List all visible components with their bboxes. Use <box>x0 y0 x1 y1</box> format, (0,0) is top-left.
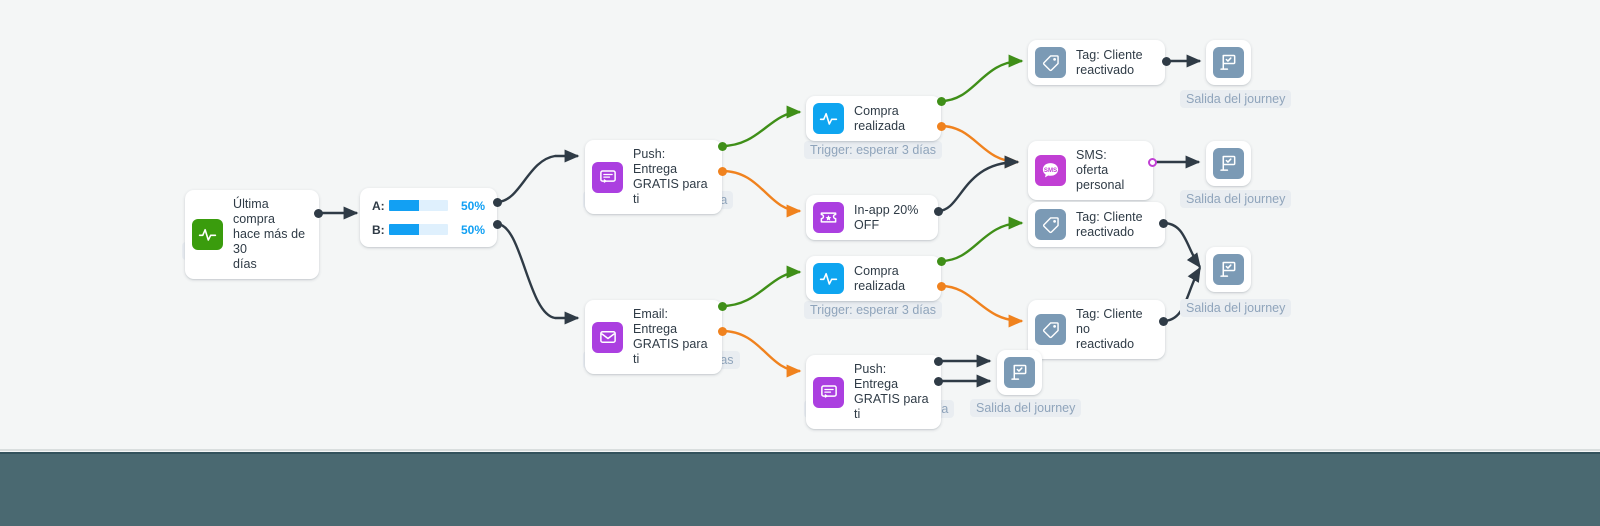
sms-bubble-icon: SMS <box>1035 155 1066 186</box>
footer-separator <box>0 449 1600 451</box>
variant-b-key: B: <box>372 222 385 237</box>
tag-icon <box>1035 47 1066 78</box>
port-push-a-no[interactable] <box>718 167 727 176</box>
node-ab-split[interactable]: A: 50% B: 50% <box>360 188 497 247</box>
node-exit-journey-3[interactable] <box>1206 247 1251 292</box>
node-start-trigger[interactable]: Última compra hace más de 30 días <box>185 190 319 279</box>
port-tag-react-top-out[interactable] <box>1162 57 1171 66</box>
push-message-icon <box>592 161 623 193</box>
ab-variant-b-row: B: 50% <box>372 220 485 239</box>
node-tag-cliente-reactivado-mid[interactable]: Tag: Cliente reactivado <box>1028 202 1165 247</box>
node-exit-journey-1[interactable] <box>1206 40 1251 85</box>
node-label: Tag: Cliente reactivado <box>1076 209 1143 239</box>
flag-exit-icon <box>1213 148 1244 179</box>
port-split-b-out[interactable] <box>493 220 502 229</box>
activity-pulse-icon <box>192 219 223 250</box>
port-push-b-out-1[interactable] <box>934 357 943 366</box>
port-split-a-out[interactable] <box>493 198 502 207</box>
caption-trigger-top: Trigger: esperar 3 días <box>804 141 942 159</box>
variant-a-percent: 50% <box>460 198 485 213</box>
port-push-a-yes[interactable] <box>718 142 727 151</box>
port-sms-out[interactable] <box>1148 158 1157 167</box>
port-push-b-out-2[interactable] <box>934 377 943 386</box>
node-label: Push: Entrega GRATIS para ti <box>854 362 929 421</box>
node-label: Compra realizada <box>854 103 906 133</box>
ticket-star-icon <box>813 202 844 233</box>
tag-icon <box>1035 209 1066 240</box>
node-tag-cliente-no-reactivado[interactable]: Tag: Cliente no reactivado <box>1028 300 1165 359</box>
journey-canvas[interactable]: Última compra hace más de 30 días Empeza… <box>0 0 1600 452</box>
caption-exit-3: Salida del journey <box>1180 299 1292 317</box>
node-compra-realizada-bottom[interactable]: Compra realizada <box>806 256 941 301</box>
port-email-b-yes[interactable] <box>718 302 727 311</box>
node-email-entrega-gratis-b[interactable]: Email: Entrega GRATIS para ti <box>585 300 722 374</box>
caption-exit-1: Salida del journey <box>1180 90 1292 108</box>
port-compra-top-yes[interactable] <box>937 97 946 106</box>
node-push-entrega-gratis-a[interactable]: Push: Entrega GRATIS para ti <box>585 140 722 214</box>
caption-trigger-bottom: Trigger: esperar 3 días <box>804 301 942 319</box>
variant-b-progress <box>389 224 448 235</box>
node-label: In-app 20% OFF <box>854 202 919 232</box>
push-message-icon <box>813 376 844 408</box>
flag-exit-icon <box>1004 357 1035 388</box>
node-inapp-discount[interactable]: In-app 20% OFF <box>806 195 938 240</box>
node-exit-journey-4[interactable] <box>997 350 1042 395</box>
port-email-b-no[interactable] <box>718 327 727 336</box>
tag-icon <box>1035 314 1066 345</box>
port-inapp-out[interactable] <box>934 207 943 216</box>
node-sms-oferta-personal[interactable]: SMS SMS: oferta personal <box>1028 141 1153 200</box>
node-compra-realizada-top[interactable]: Compra realizada <box>806 96 941 141</box>
variant-a-progress <box>389 200 448 211</box>
node-label: Compra realizada <box>854 263 906 293</box>
port-tag-react-mid-out[interactable] <box>1159 219 1168 228</box>
variant-b-percent: 50% <box>460 222 485 237</box>
node-label: Push: Entrega GRATIS para ti <box>633 147 708 206</box>
port-compra-top-no[interactable] <box>937 122 946 131</box>
node-push-entrega-gratis-b[interactable]: Push: Entrega GRATIS para ti <box>806 355 941 429</box>
caption-exit-4: Salida del journey <box>970 399 1082 417</box>
email-envelope-icon <box>592 321 623 353</box>
svg-text:SMS: SMS <box>1044 167 1057 174</box>
node-label: Última compra hace más de 30 días <box>233 197 306 271</box>
port-compra-bottom-yes[interactable] <box>937 257 946 266</box>
flag-exit-icon <box>1213 47 1244 78</box>
caption-exit-2: Salida del journey <box>1180 190 1292 208</box>
node-exit-journey-2[interactable] <box>1206 141 1251 186</box>
ab-variant-a-row: A: 50% <box>372 196 485 215</box>
port-compra-bottom-no[interactable] <box>937 282 946 291</box>
activity-pulse-icon <box>813 103 844 134</box>
node-label: Tag: Cliente no reactivado <box>1076 307 1143 351</box>
node-label: Email: Entrega GRATIS para ti <box>633 307 708 366</box>
port-start-out[interactable] <box>314 209 323 218</box>
port-tag-noreact-out[interactable] <box>1159 317 1168 326</box>
footer-bar <box>0 452 1600 526</box>
node-tag-cliente-reactivado-top[interactable]: Tag: Cliente reactivado <box>1028 40 1165 85</box>
variant-a-key: A: <box>372 198 385 213</box>
activity-pulse-icon <box>813 263 844 294</box>
node-label: SMS: oferta personal <box>1076 148 1125 192</box>
flag-exit-icon <box>1213 254 1244 285</box>
node-label: Tag: Cliente reactivado <box>1076 47 1143 77</box>
